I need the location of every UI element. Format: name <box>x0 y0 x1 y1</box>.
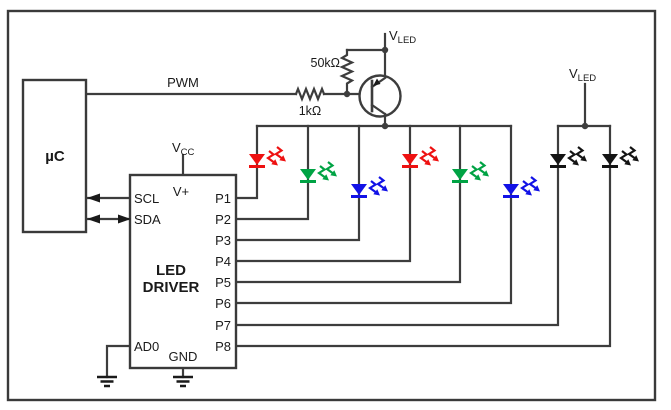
led-8-black-led-icon <box>602 146 639 168</box>
wire-p5-to-led-5 <box>234 124 462 284</box>
resistor-1k-symbol <box>294 86 326 102</box>
light-squiggle-1 <box>368 180 378 193</box>
scl-arrow-left-icon <box>87 193 100 203</box>
led-3-blue-led-icon <box>351 176 388 198</box>
driver-pin-label-p4: P4 <box>215 254 231 269</box>
resistor-1k-label: 1kΩ <box>299 104 322 118</box>
light-arrowhead-2-icon <box>279 155 286 162</box>
ad0-ground-icon <box>97 375 117 388</box>
vcc-label: VCC <box>172 140 195 158</box>
led-4-red-led-icon <box>402 146 439 168</box>
vled-right-label: VLED <box>569 66 596 84</box>
light-arrowhead-1-icon <box>373 189 380 196</box>
driver-sda-label: SDA <box>134 212 161 227</box>
driver-title-line2: DRIVER <box>143 279 200 296</box>
led-5-green-led-icon <box>452 161 489 183</box>
led-triangle <box>602 154 618 165</box>
ad0-wire <box>105 344 132 379</box>
wire-layer <box>84 32 612 379</box>
driver-pin-label-p5: P5 <box>215 275 231 290</box>
light-squiggle-2 <box>627 146 637 159</box>
led-triangle <box>452 169 468 180</box>
led-triangle <box>550 154 566 165</box>
ground-symbols <box>97 375 193 388</box>
light-squiggle-2 <box>376 176 386 189</box>
led-driver-block <box>128 173 238 370</box>
light-arrowhead-2-icon <box>381 185 388 192</box>
driver-pin-label-p2: P2 <box>215 212 231 227</box>
light-arrowhead-1-icon <box>474 174 481 181</box>
vled-top-node-dot <box>381 46 389 54</box>
driver-gnd-label: GND <box>169 349 198 364</box>
led-1-red-led-icon <box>249 146 286 168</box>
light-arrowhead-2-icon <box>432 155 439 162</box>
driver-vplus-label: V+ <box>173 184 189 199</box>
led-triangle <box>402 154 418 165</box>
light-squiggle-1 <box>266 150 276 163</box>
light-arrowhead-2-icon <box>632 155 639 162</box>
light-squiggle-1 <box>520 180 530 193</box>
led-2-green-led-icon <box>300 161 337 183</box>
collector-node-dot <box>381 122 389 130</box>
resistor-50k-symbol <box>339 48 355 96</box>
resistor-50k-label: 50kΩ <box>311 56 341 70</box>
light-squiggle-1 <box>419 150 429 163</box>
light-squiggle-1 <box>567 150 577 163</box>
led-7-black-led-icon <box>550 146 587 168</box>
transistor-body <box>358 74 402 118</box>
transistor-emitter-arrow-icon <box>373 78 381 86</box>
light-squiggle-2 <box>477 161 487 174</box>
led-triangle <box>249 154 265 165</box>
led-triangle <box>351 184 367 195</box>
wire-p6-to-led-6 <box>234 124 513 305</box>
light-squiggle-2 <box>274 146 284 159</box>
pwm-label: PWM <box>167 75 199 90</box>
light-squiggle-2 <box>325 161 335 174</box>
light-arrowhead-1-icon <box>572 159 579 166</box>
driver-pin-label-p8: P8 <box>215 339 231 354</box>
led-routing-wires <box>234 124 612 348</box>
mcu-label: µC <box>45 148 65 165</box>
base-node-dot <box>343 90 351 98</box>
vled-right-node-dot <box>581 122 589 130</box>
driver-pin-label-p7: P7 <box>215 318 231 333</box>
wire-p3-to-led-3 <box>234 124 361 242</box>
light-arrowhead-2-icon <box>330 170 337 177</box>
led-symbol-layer <box>249 146 639 198</box>
schematic-border <box>6 9 657 402</box>
mcu-block <box>21 78 88 234</box>
light-squiggle-1 <box>317 165 327 178</box>
led-triangle <box>300 169 316 180</box>
light-arrowhead-1-icon <box>624 159 631 166</box>
driver-scl-label: SCL <box>134 191 159 206</box>
light-arrowhead-1-icon <box>424 159 431 166</box>
driver-title-line1: LED <box>156 262 186 279</box>
light-squiggle-2 <box>427 146 437 159</box>
light-squiggle-2 <box>528 176 538 189</box>
light-squiggle-2 <box>575 146 585 159</box>
vled-top-label: VLED <box>389 28 416 46</box>
light-arrowhead-2-icon <box>533 185 540 192</box>
light-arrowhead-1-icon <box>271 159 278 166</box>
driver-pin-label-p3: P3 <box>215 233 231 248</box>
light-squiggle-1 <box>619 150 629 163</box>
light-arrowhead-2-icon <box>580 155 587 162</box>
wire-p4-to-led-4 <box>234 124 412 263</box>
led-triangle <box>503 184 519 195</box>
sda-arrow-left-icon <box>87 214 100 224</box>
bus-arrows <box>87 78 381 224</box>
light-arrowhead-1-icon <box>322 174 329 181</box>
driver-ad0-label: AD0 <box>134 339 159 354</box>
light-arrowhead-1-icon <box>525 189 532 196</box>
sda-arrow-right-icon <box>118 214 131 224</box>
junction-dots <box>343 46 589 130</box>
driver-pin-label-p1: P1 <box>215 191 231 206</box>
driver-pin-label-p6: P6 <box>215 296 231 311</box>
light-arrowhead-2-icon <box>482 170 489 177</box>
light-squiggle-1 <box>469 165 479 178</box>
led-6-blue-led-icon <box>503 176 540 198</box>
gnd-ground-icon <box>173 375 193 388</box>
